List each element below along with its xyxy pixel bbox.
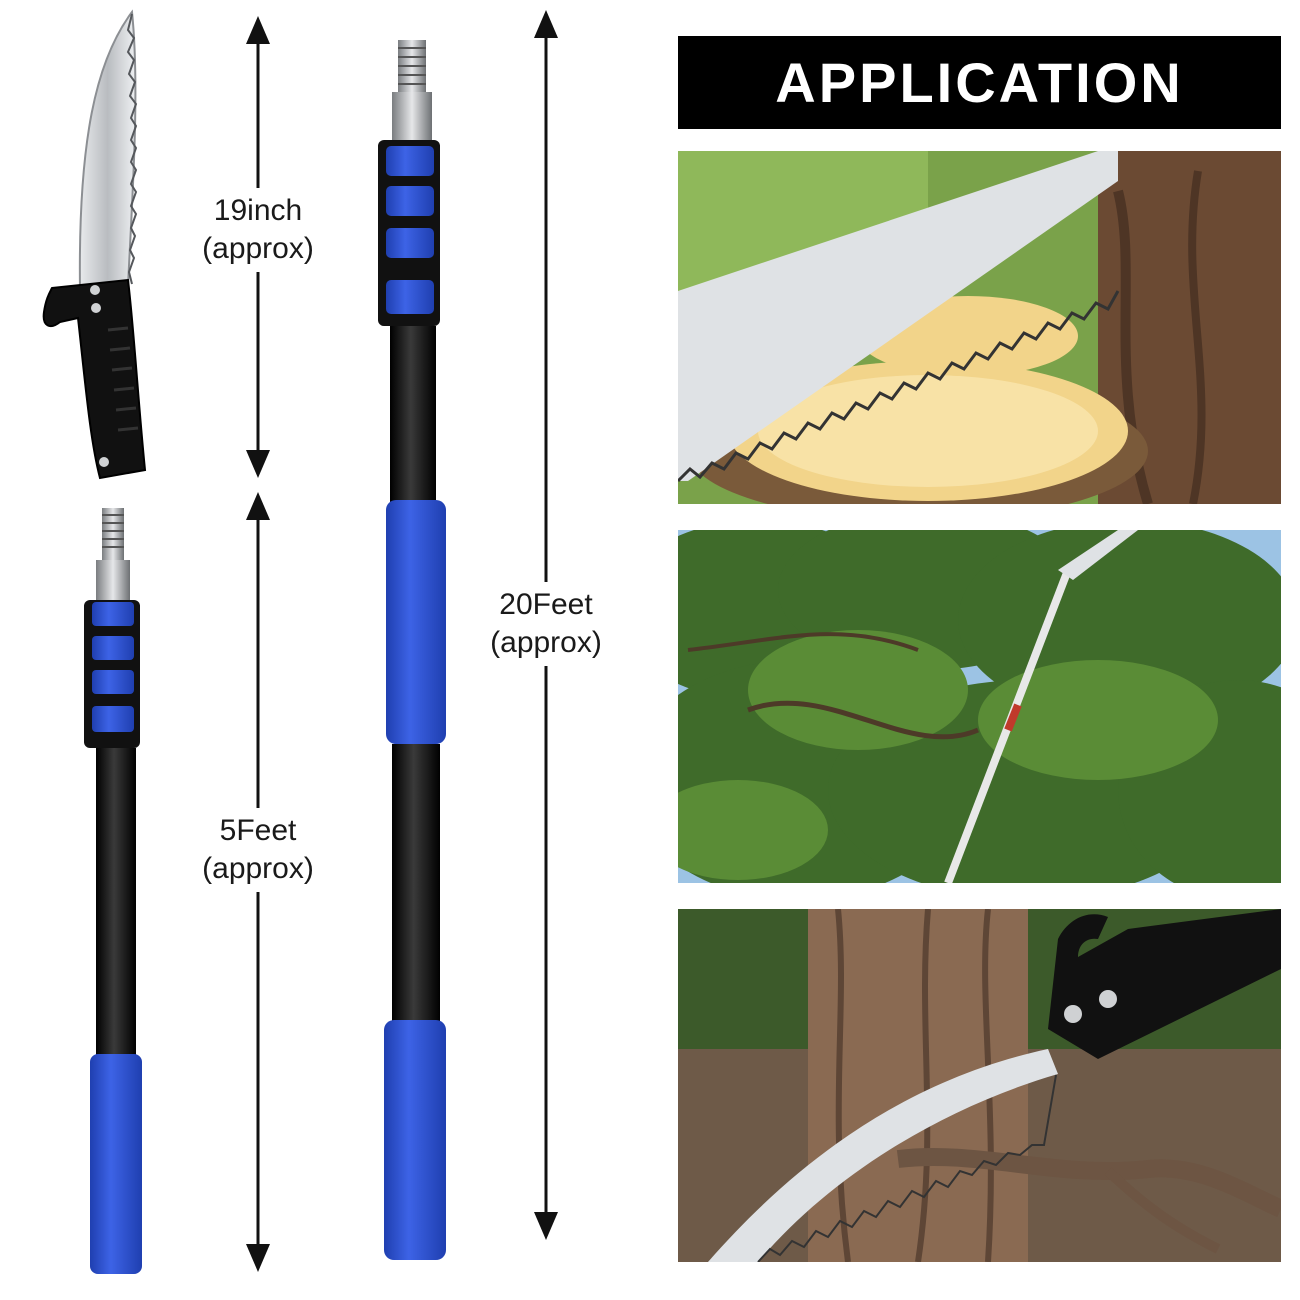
saw-handle bbox=[1048, 909, 1281, 1059]
banner-title: APPLICATION bbox=[775, 51, 1184, 114]
arrow-down-icon bbox=[246, 1244, 270, 1272]
pole-tube bbox=[390, 326, 436, 506]
handle-rivet-icon bbox=[1099, 990, 1117, 1008]
handle-rivet-icon bbox=[99, 457, 109, 467]
saw-teeth bbox=[126, 13, 138, 285]
lock-clamp bbox=[386, 146, 434, 176]
pole-tube bbox=[96, 748, 136, 1058]
saw-blade bbox=[78, 9, 137, 292]
pole-short bbox=[84, 508, 142, 1274]
lock-clamp bbox=[386, 228, 434, 258]
arrow-down-icon bbox=[534, 1212, 558, 1240]
foam-grip bbox=[384, 1020, 446, 1260]
saw-blade bbox=[708, 1049, 1058, 1262]
lock-clamp bbox=[386, 186, 434, 216]
arrow-up-icon bbox=[246, 492, 270, 520]
photo-saw-hooked-branch bbox=[678, 909, 1281, 1262]
photo-saw-cutting-stump bbox=[678, 151, 1281, 504]
long-pole-length-value: 20Feet bbox=[499, 588, 593, 621]
handle-rivet-icon bbox=[91, 303, 101, 313]
tree-branch bbox=[896, 1148, 1281, 1218]
lock-clamp bbox=[386, 280, 434, 314]
photo-pole-saw-pine-tree bbox=[678, 530, 1281, 883]
foam-grip bbox=[386, 500, 446, 744]
saw-blade bbox=[1058, 530, 1138, 580]
pruning-saw bbox=[42, 9, 147, 480]
handle-rivet-icon bbox=[90, 285, 100, 295]
lock-clamp bbox=[92, 670, 134, 694]
product-illustration bbox=[42, 9, 558, 1274]
saw-blade bbox=[678, 151, 1118, 481]
application-banner: APPLICATION bbox=[678, 36, 1281, 129]
long-pole-length-note: (approx) bbox=[490, 626, 602, 659]
arrow-up-icon bbox=[246, 16, 270, 44]
arrow-down-icon bbox=[246, 450, 270, 478]
pole-tube bbox=[392, 744, 440, 1022]
saw-length-value: 19inch bbox=[213, 194, 303, 227]
saw-length-note: (approx) bbox=[202, 232, 314, 265]
lock-clamp bbox=[92, 602, 134, 626]
lock-clamp bbox=[92, 636, 134, 660]
foam-grip bbox=[90, 1054, 142, 1274]
saw-length-label: 19inch (approx) bbox=[178, 188, 338, 272]
short-pole-length-note: (approx) bbox=[202, 852, 314, 885]
lock-clamp bbox=[92, 706, 134, 732]
short-pole-length-value: 5Feet bbox=[219, 814, 297, 847]
pole-long bbox=[378, 40, 446, 1260]
long-pole-length-label: 20Feet (approx) bbox=[466, 582, 626, 666]
handle-rivet-icon bbox=[1064, 1005, 1082, 1023]
arrow-up-icon bbox=[534, 10, 558, 38]
short-pole-length-label: 5Feet (approx) bbox=[178, 808, 338, 892]
